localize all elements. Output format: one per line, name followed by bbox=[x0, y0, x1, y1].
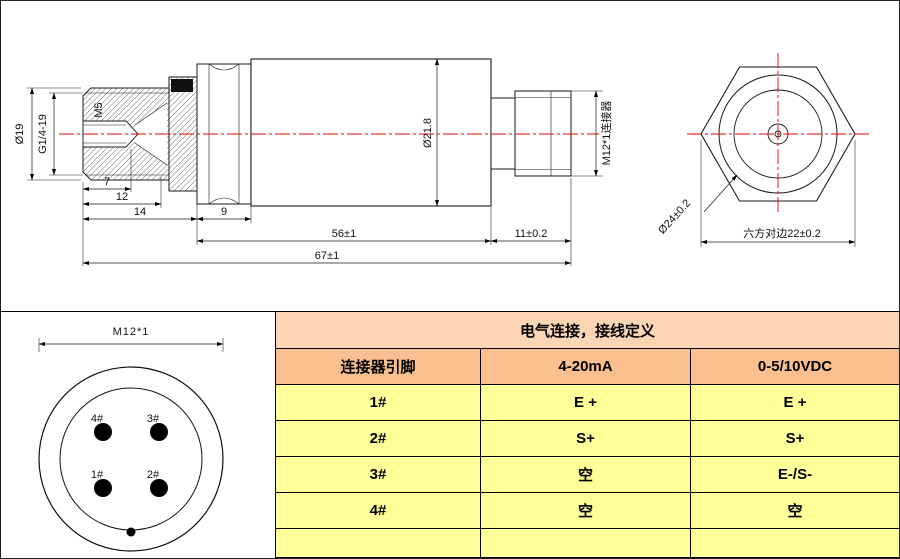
pin-3 bbox=[150, 423, 168, 441]
pin-3-label: 3# bbox=[147, 413, 160, 425]
pin-1-label: 1# bbox=[91, 469, 104, 481]
col-header-4-20ma: 4-20mA bbox=[480, 348, 691, 385]
dim-14-label: 14 bbox=[134, 206, 146, 218]
dim-11-label: 11±0.2 bbox=[515, 228, 548, 240]
table-row: 4# 空 空 bbox=[275, 492, 899, 529]
dim-flats22-label: 六方对边22±0.2 bbox=[743, 226, 821, 240]
table-row-empty bbox=[275, 528, 899, 558]
table-row: 1# E + E + bbox=[275, 384, 899, 421]
cell-vdc: 空 bbox=[689, 492, 899, 529]
pressure-sensor-drawing: 7 12 14 9 56±1 11±0.2 67±1 Ø19 G1/4-19 M… bbox=[14, 53, 869, 266]
connector-neck bbox=[490, 97, 516, 170]
side-view: 7 12 14 9 56±1 11±0.2 67±1 Ø19 G1/4-19 M… bbox=[14, 58, 613, 266]
table-title-row: 电气连接，接线定义 bbox=[274, 311, 899, 349]
cell-4-20ma: S+ bbox=[480, 420, 691, 457]
seal-ring bbox=[171, 79, 193, 92]
sensor-body bbox=[250, 58, 492, 207]
pin-2 bbox=[150, 479, 168, 497]
table-title: 电气连接，接线定义 bbox=[274, 311, 899, 349]
cell-pin: 1# bbox=[275, 384, 481, 421]
dim-m5-label: M5 bbox=[93, 102, 105, 117]
table-row: 2# S+ S+ bbox=[275, 420, 899, 457]
pin-1 bbox=[94, 479, 112, 497]
pin-4-label: 4# bbox=[91, 413, 104, 425]
cell-pin: 2# bbox=[275, 420, 481, 457]
cell-empty bbox=[689, 528, 899, 558]
dim-67-label: 67±1 bbox=[315, 250, 339, 262]
cell-4-20ma: 空 bbox=[480, 492, 691, 529]
cell-vdc: S+ bbox=[689, 420, 899, 457]
dim-g14-label: G1/4-19 bbox=[37, 114, 49, 154]
dim-dia24-label: Ø24±0.2 bbox=[656, 197, 693, 236]
pin-4 bbox=[94, 423, 112, 441]
keying-dot bbox=[126, 527, 136, 537]
pin-2-label: 2# bbox=[147, 469, 160, 481]
hex-end-view: Ø24±0.2 六方对边22±0.2 bbox=[656, 53, 869, 247]
dim-56-label: 56±1 bbox=[332, 228, 356, 240]
cell-empty bbox=[480, 528, 691, 558]
dim-m12-connector-label: M12*1连接器 bbox=[600, 101, 613, 166]
wiring-table: 电气连接，接线定义 连接器引脚 4-20mA 0-5/10VDC 1# E + … bbox=[274, 311, 899, 558]
dim-9-label: 9 bbox=[221, 206, 227, 218]
pin-view: M12*1 4# 3# 1# 2# bbox=[38, 326, 224, 552]
col-header-pin: 连接器引脚 bbox=[275, 348, 481, 385]
cell-4-20ma: 空 bbox=[480, 456, 691, 493]
cell-vdc: E + bbox=[689, 384, 899, 421]
pin-view-title: M12*1 bbox=[113, 326, 150, 338]
table-header-row: 连接器引脚 4-20mA 0-5/10VDC bbox=[275, 348, 899, 385]
cell-pin: 3# bbox=[275, 456, 481, 493]
dim-12-label: 12 bbox=[116, 191, 128, 203]
col-header-vdc: 0-5/10VDC bbox=[689, 348, 899, 385]
cell-vdc: E-/S- bbox=[689, 456, 899, 493]
m12-connector bbox=[514, 90, 572, 177]
connector-inner-circle bbox=[59, 387, 203, 531]
cell-4-20ma: E + bbox=[480, 384, 691, 421]
cell-empty bbox=[275, 528, 481, 558]
dim-7-label: 7 bbox=[104, 176, 110, 188]
dim-dia19-label: Ø19 bbox=[14, 124, 26, 145]
dim-dia218-label: Ø21.8 bbox=[422, 118, 434, 148]
table-row: 3# 空 E-/S- bbox=[275, 456, 899, 493]
cell-pin: 4# bbox=[275, 492, 481, 529]
